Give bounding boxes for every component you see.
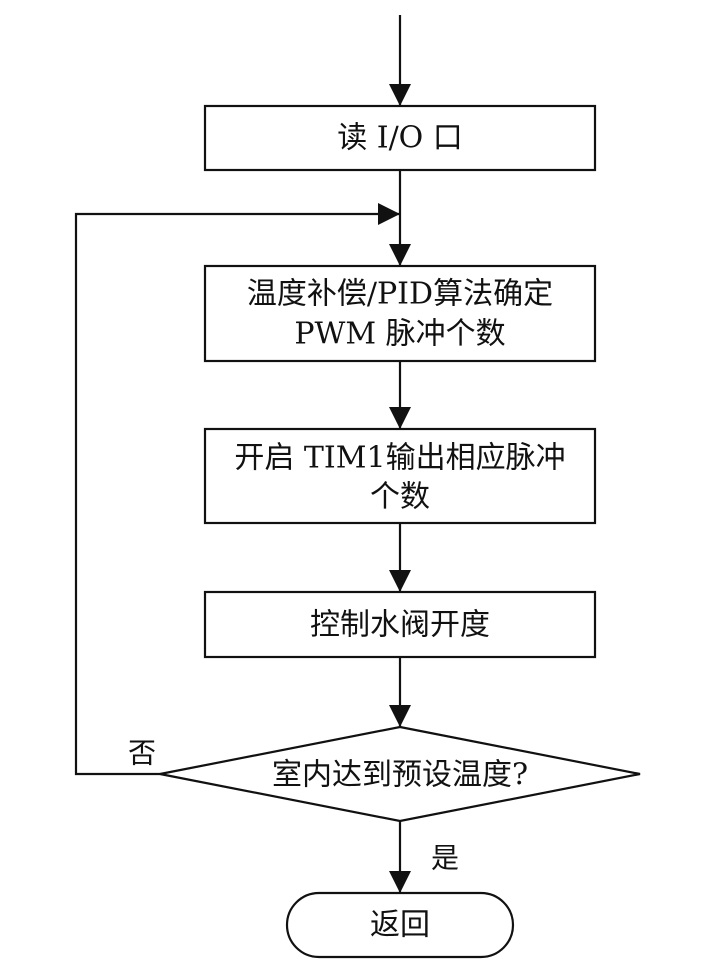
- decision-diamond: [159, 725, 641, 823]
- tim1-output-label-line2: 个数: [370, 480, 430, 515]
- yes-branch-label: 是: [431, 842, 459, 875]
- compute-pwm-box: [203, 264, 597, 363]
- tim1-output-label-line1: 开启 TIM1输出相应脉冲: [234, 441, 565, 476]
- read-io-label: 读 I/O 口: [337, 121, 463, 156]
- valve-control-label: 控制水阀开度: [310, 608, 490, 643]
- compute-pwm-label-line2: PWM 脉冲个数: [294, 317, 505, 352]
- loop-back-line: [74, 203, 400, 776]
- return-label: 返回: [370, 908, 430, 943]
- valve-control-box: [203, 590, 597, 659]
- return-terminal: [285, 891, 515, 959]
- compute-pwm-label-line1: 温度补偿/PID算法确定: [247, 277, 553, 312]
- no-branch-label: 否: [128, 737, 156, 770]
- tim1-output-box: [203, 427, 597, 525]
- decision-label: 室内达到预设温度?: [272, 758, 528, 793]
- read-io-box: [203, 104, 597, 172]
